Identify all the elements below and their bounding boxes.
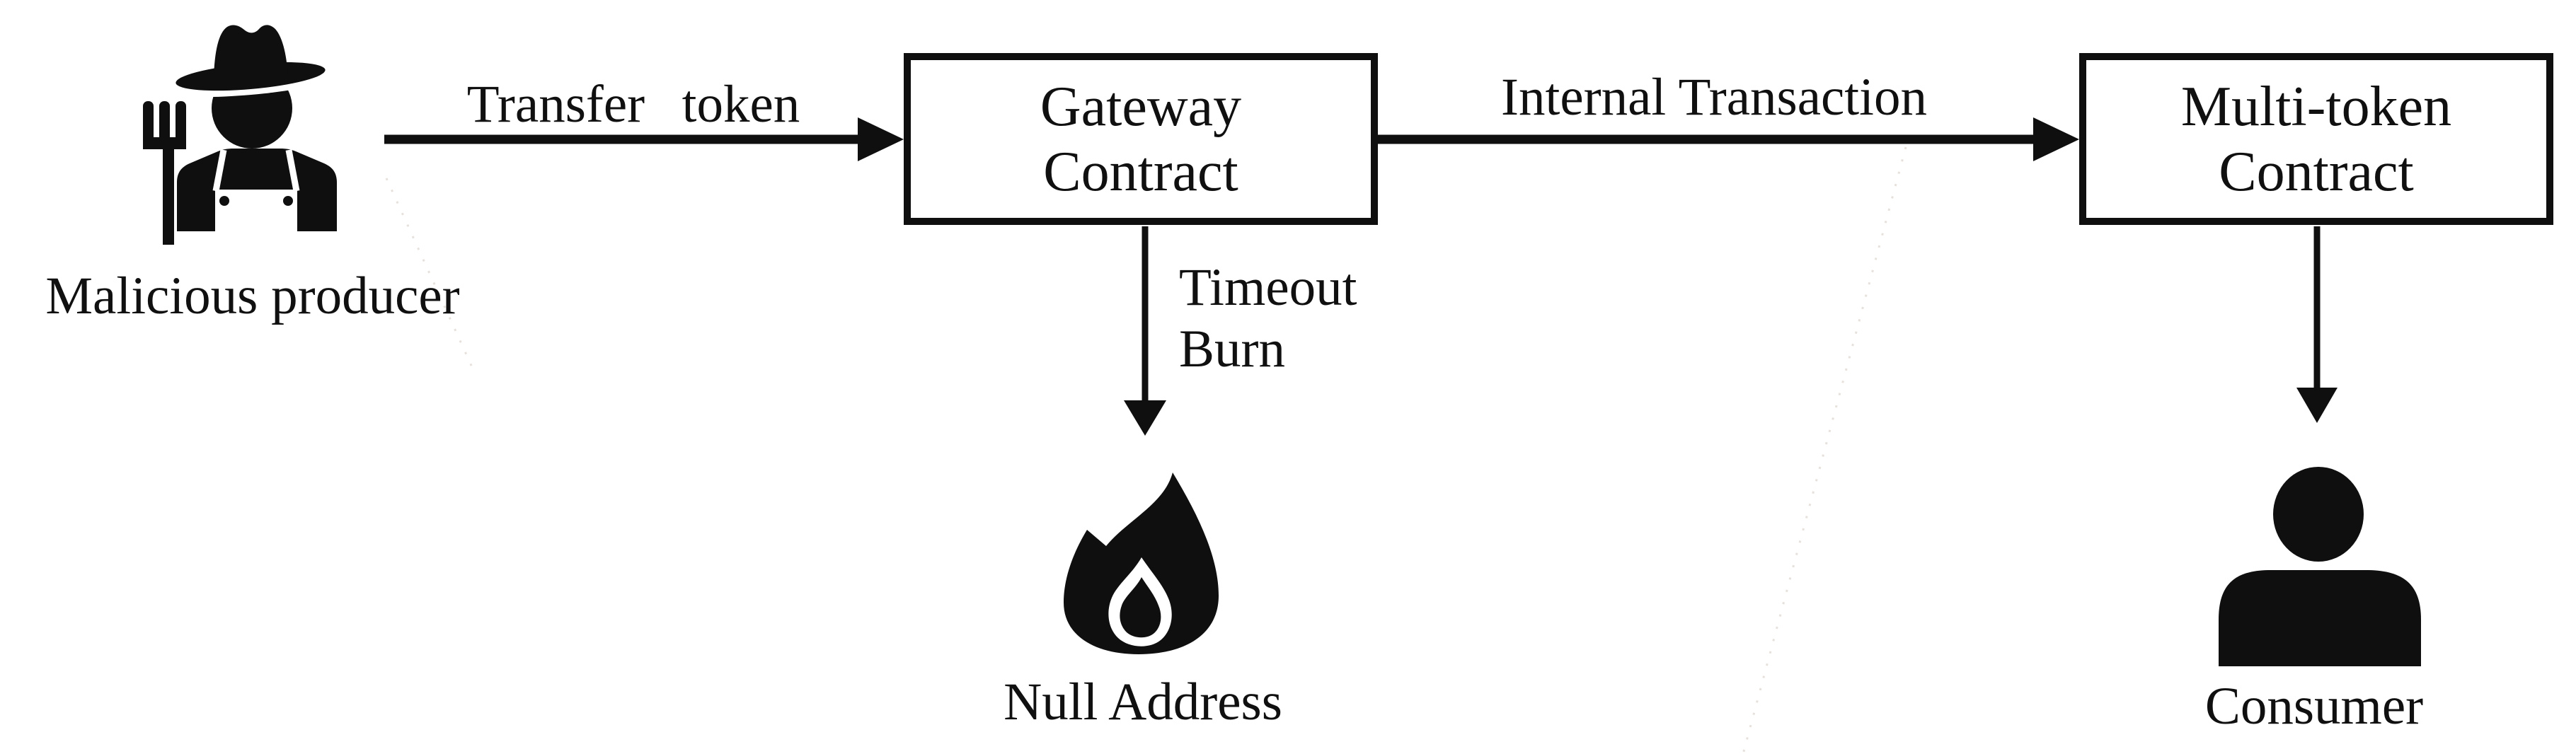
multi-token-box-line1: Multi-token bbox=[2180, 75, 2452, 138]
timeout-burn-label-line2: Burn bbox=[1179, 320, 1285, 378]
fire-icon bbox=[1064, 472, 1219, 654]
gateway-box-line1: Gateway bbox=[1040, 75, 1242, 138]
farmer-icon bbox=[143, 25, 337, 245]
timeout-burn-label-line1: Timeout bbox=[1179, 258, 1357, 317]
deliver-arrow bbox=[2296, 226, 2338, 423]
multi-token-box-line2: Contract bbox=[2219, 140, 2414, 203]
malicious-producer-label: Malicious producer bbox=[45, 267, 460, 325]
gateway-contract-box: Gateway Contract bbox=[904, 53, 1378, 225]
transfer-arrow bbox=[384, 117, 904, 161]
person-icon bbox=[2219, 467, 2421, 666]
internal-arrow bbox=[1378, 117, 2079, 161]
gateway-box-line2: Contract bbox=[1043, 140, 1238, 203]
internal-transaction-label: Internal Transaction bbox=[1501, 68, 1927, 127]
transfer-token-label: Transfer token bbox=[466, 75, 800, 134]
timeout-burn-label: Timeout Burn bbox=[1179, 257, 1357, 380]
crease-line bbox=[385, 178, 477, 376]
crease-line bbox=[1742, 146, 1907, 754]
consumer-label: Consumer bbox=[2204, 677, 2424, 736]
timeout-burn-arrow bbox=[1124, 226, 1166, 436]
null-address-label: Null Address bbox=[1004, 673, 1282, 731]
multi-token-contract-box: Multi-token Contract bbox=[2079, 53, 2553, 225]
